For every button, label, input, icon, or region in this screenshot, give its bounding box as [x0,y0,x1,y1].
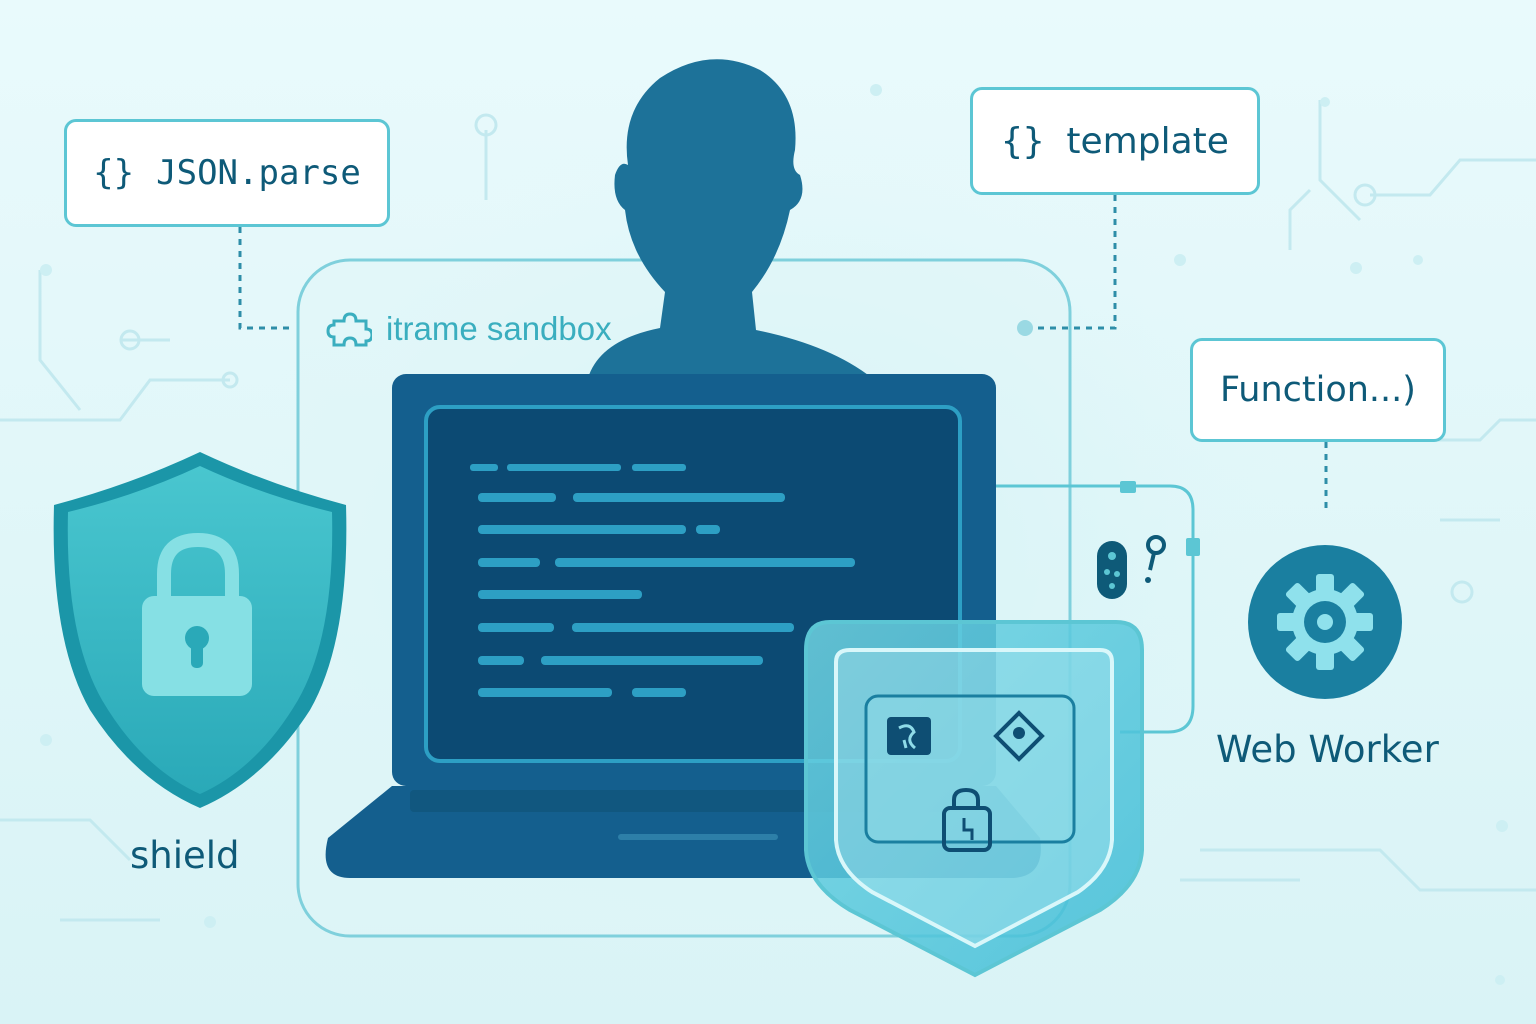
puzzle-icon [326,312,372,347]
shield-caption: shield [130,834,240,877]
iframe-sandbox-text: itrame sandbox [386,310,612,347]
connector-port [1120,481,1136,493]
security-shield-panel-icon [804,620,1144,978]
braces-icon: {} [1001,120,1045,162]
circuit-nodes [119,113,1474,604]
person-silhouette-icon [588,59,872,379]
connector-glyph-icon [1097,535,1166,599]
padlock-icon [142,532,252,696]
template-label: template [1066,120,1229,162]
connector-port [1186,538,1200,556]
function-label: Function...) [1220,370,1416,410]
circuit-traces [0,100,1536,922]
connector-template [1030,195,1117,330]
template-callout: {} template [970,87,1260,195]
json-parse-callout: {} JSON.parse [64,119,390,227]
json-parse-label: JSON.parse [156,153,361,193]
braces-icon: {} [93,153,135,193]
connector-json-parse [238,227,292,330]
iframe-sandbox-label: itrame sandbox [326,310,612,348]
connector-node [1017,320,1033,336]
gear-icon [1248,545,1402,699]
function-callout: Function...) [1190,338,1446,442]
dashed-connectors [238,195,1328,512]
code-lines [470,464,855,697]
web-worker-caption: Web Worker [1216,728,1439,771]
worker-connector [996,484,1195,734]
